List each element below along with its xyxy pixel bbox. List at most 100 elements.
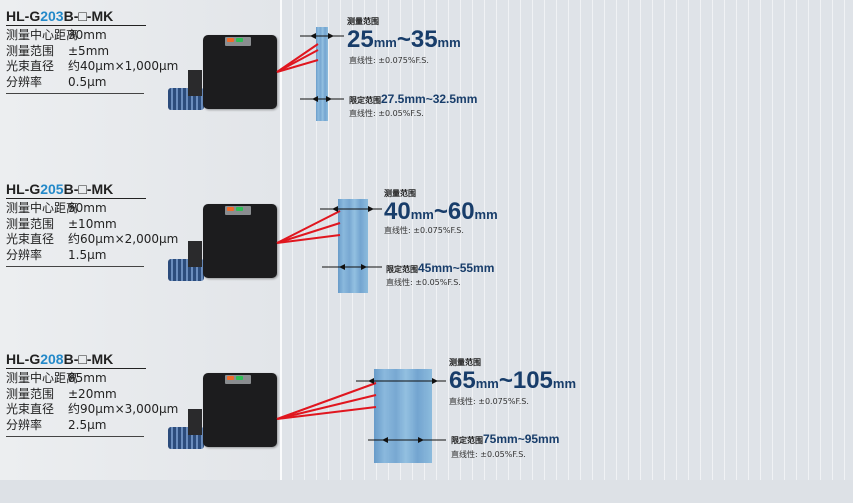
sensor-mount — [188, 241, 202, 267]
spec-key: 测量中心距离 — [6, 28, 79, 42]
limited-linearity-text: 直线性: ±0.05%F.S. — [349, 109, 424, 118]
model-block-3: HL-G208B-□-MK 测量中心距离85mm 测量范围±20mm 光束直径约… — [0, 343, 853, 503]
range-caption: 测量范围 — [384, 189, 416, 198]
model-block-1: HL-G203B-□-MK 测量中心距离30mm 测量范围±5mm 光束直径约4… — [0, 0, 853, 160]
spec-key: 分辨率 — [6, 74, 43, 89]
limited-range-caption: 限定范围 — [349, 96, 381, 105]
led-indicator — [227, 376, 234, 380]
spec-row: 测量范围±20mm — [6, 387, 146, 403]
model-name: HL-G203B-□-MK — [6, 7, 146, 26]
model-name: HL-G205B-□-MK — [6, 180, 146, 199]
model-number: 205 — [40, 181, 64, 197]
limited-range: 限定范围45mm~55mm — [386, 261, 494, 275]
model-number: 208 — [40, 351, 64, 367]
spec-key: 分辨率 — [6, 247, 43, 262]
led-indicator — [227, 207, 234, 211]
range-arrows — [320, 206, 382, 270]
spec-value: 约60μm×2,000μm — [68, 232, 179, 246]
sensor-head — [203, 373, 277, 447]
limited-range-value: 75mm~95mm — [483, 432, 560, 446]
spec-value: 85mm — [68, 371, 107, 385]
led-indicator — [236, 207, 243, 211]
spec-value: 0.5μm — [68, 74, 107, 89]
sensor-mount — [188, 70, 202, 96]
limited-linearity-text: 直线性: ±0.05%F.S. — [386, 278, 461, 287]
limited-range-caption: 限定范围 — [386, 265, 418, 274]
spec-row: 测量范围±5mm — [6, 44, 146, 60]
spec-key: 分辨率 — [6, 417, 43, 432]
measurement-range: 40mm~60mm — [384, 198, 498, 226]
sensor-head — [203, 204, 277, 278]
range-unit: mm — [475, 376, 499, 391]
measurement-range: 25mm~35mm — [347, 26, 461, 54]
spec-underline — [6, 93, 144, 94]
spec-row: 光束直径约40μm×1,000μm — [6, 59, 178, 75]
spec-row: 分辨率 1.5μm — [6, 248, 146, 264]
model-suffix: B-□-MK — [63, 8, 114, 24]
laser-lines — [276, 43, 319, 73]
spec-table: HL-G208B-□-MK 测量中心距离85mm 测量范围±20mm 光束直径约… — [6, 350, 178, 434]
spec-rows: 测量中心距离30mm 测量范围±5mm 光束直径约40μm×1,000μm 分辨… — [6, 28, 178, 91]
model-suffix: B-□-MK — [63, 351, 114, 367]
spec-row: 测量中心距离85mm — [6, 371, 146, 387]
spec-rows: 测量中心距离85mm 测量范围±20mm 光束直径约90μm×3,000μm 分… — [6, 371, 178, 434]
range-caption: 测量范围 — [347, 17, 379, 26]
range-start: 25 — [347, 26, 374, 53]
range-unit: mm — [373, 35, 397, 50]
limited-range-caption: 限定范围 — [451, 436, 483, 445]
range-end: 105 — [512, 367, 553, 394]
limited-linearity-text: 直线性: ±0.05%F.S. — [451, 450, 526, 459]
spec-value: 50mm — [68, 201, 107, 215]
limited-range-value: 27.5mm~32.5mm — [381, 92, 478, 106]
spec-value: 约90μm×3,000μm — [68, 402, 179, 416]
laser-lines — [276, 210, 341, 244]
range-panel-background — [280, 0, 853, 480]
spec-row: 测量范围 ±10mm — [6, 217, 146, 233]
spec-rows: 测量中心距离50mm 测量范围 ±10mm 光束直径约60μm×2,000μm 分… — [6, 201, 178, 264]
spec-value: 约40μm×1,000μm — [68, 59, 179, 73]
measurement-range: 65mm~105mm — [449, 367, 576, 395]
led-indicator — [227, 38, 234, 42]
measurement-beam — [316, 27, 328, 121]
linearity-text: 直线性: ±0.075%F.S. — [349, 56, 429, 65]
model-prefix: HL-G — [6, 181, 41, 197]
spec-value: 1.5μm — [68, 247, 107, 262]
spec-row: 分辨率 2.5μm — [6, 418, 146, 434]
led-indicator — [236, 376, 243, 380]
spec-key: 测量中心距离 — [6, 371, 79, 385]
spec-row: 测量中心距离50mm — [6, 201, 146, 217]
spec-key: 测量范围 — [6, 386, 55, 401]
spec-row: 测量中心距离30mm — [6, 28, 146, 44]
range-start: 40 — [384, 198, 411, 225]
spec-value: 2.5μm — [68, 417, 107, 432]
linearity-text: 直线性: ±0.075%F.S. — [384, 226, 464, 235]
measurement-beam — [374, 369, 432, 463]
spec-value: ±10mm — [68, 216, 117, 231]
spec-key: 测量中心距离 — [6, 201, 79, 215]
spec-key: 光束直径 — [6, 232, 55, 246]
range-separator: ~ — [498, 367, 513, 394]
spec-row: 分辨率 0.5μm — [6, 75, 146, 91]
model-prefix: HL-G — [6, 8, 41, 24]
spec-row: 光束直径约60μm×2,000μm — [6, 232, 178, 248]
range-caption: 测量范围 — [449, 358, 481, 367]
model-prefix: HL-G — [6, 351, 41, 367]
limited-range-value: 45mm~55mm — [418, 261, 495, 275]
measurement-beam — [338, 199, 368, 293]
range-start: 65 — [449, 367, 476, 394]
spec-key: 测量范围 — [6, 43, 55, 58]
spec-table: HL-G203B-□-MK 测量中心距离30mm 测量范围±5mm 光束直径约4… — [6, 7, 178, 91]
spec-key: 测量范围 — [6, 216, 55, 231]
spec-key: 光束直径 — [6, 402, 55, 416]
range-unit: mm — [552, 376, 577, 391]
range-unit: mm — [474, 207, 498, 222]
spec-value: 30mm — [68, 28, 107, 42]
spec-key: 光束直径 — [6, 59, 55, 73]
model-number: 203 — [40, 8, 64, 24]
sensor-mount — [188, 409, 202, 435]
linearity-text: 直线性: ±0.075%F.S. — [449, 397, 529, 406]
led-indicator — [236, 38, 243, 42]
range-arrows — [300, 33, 344, 102]
range-end: 35 — [410, 26, 438, 53]
model-suffix: B-□-MK — [63, 181, 114, 197]
